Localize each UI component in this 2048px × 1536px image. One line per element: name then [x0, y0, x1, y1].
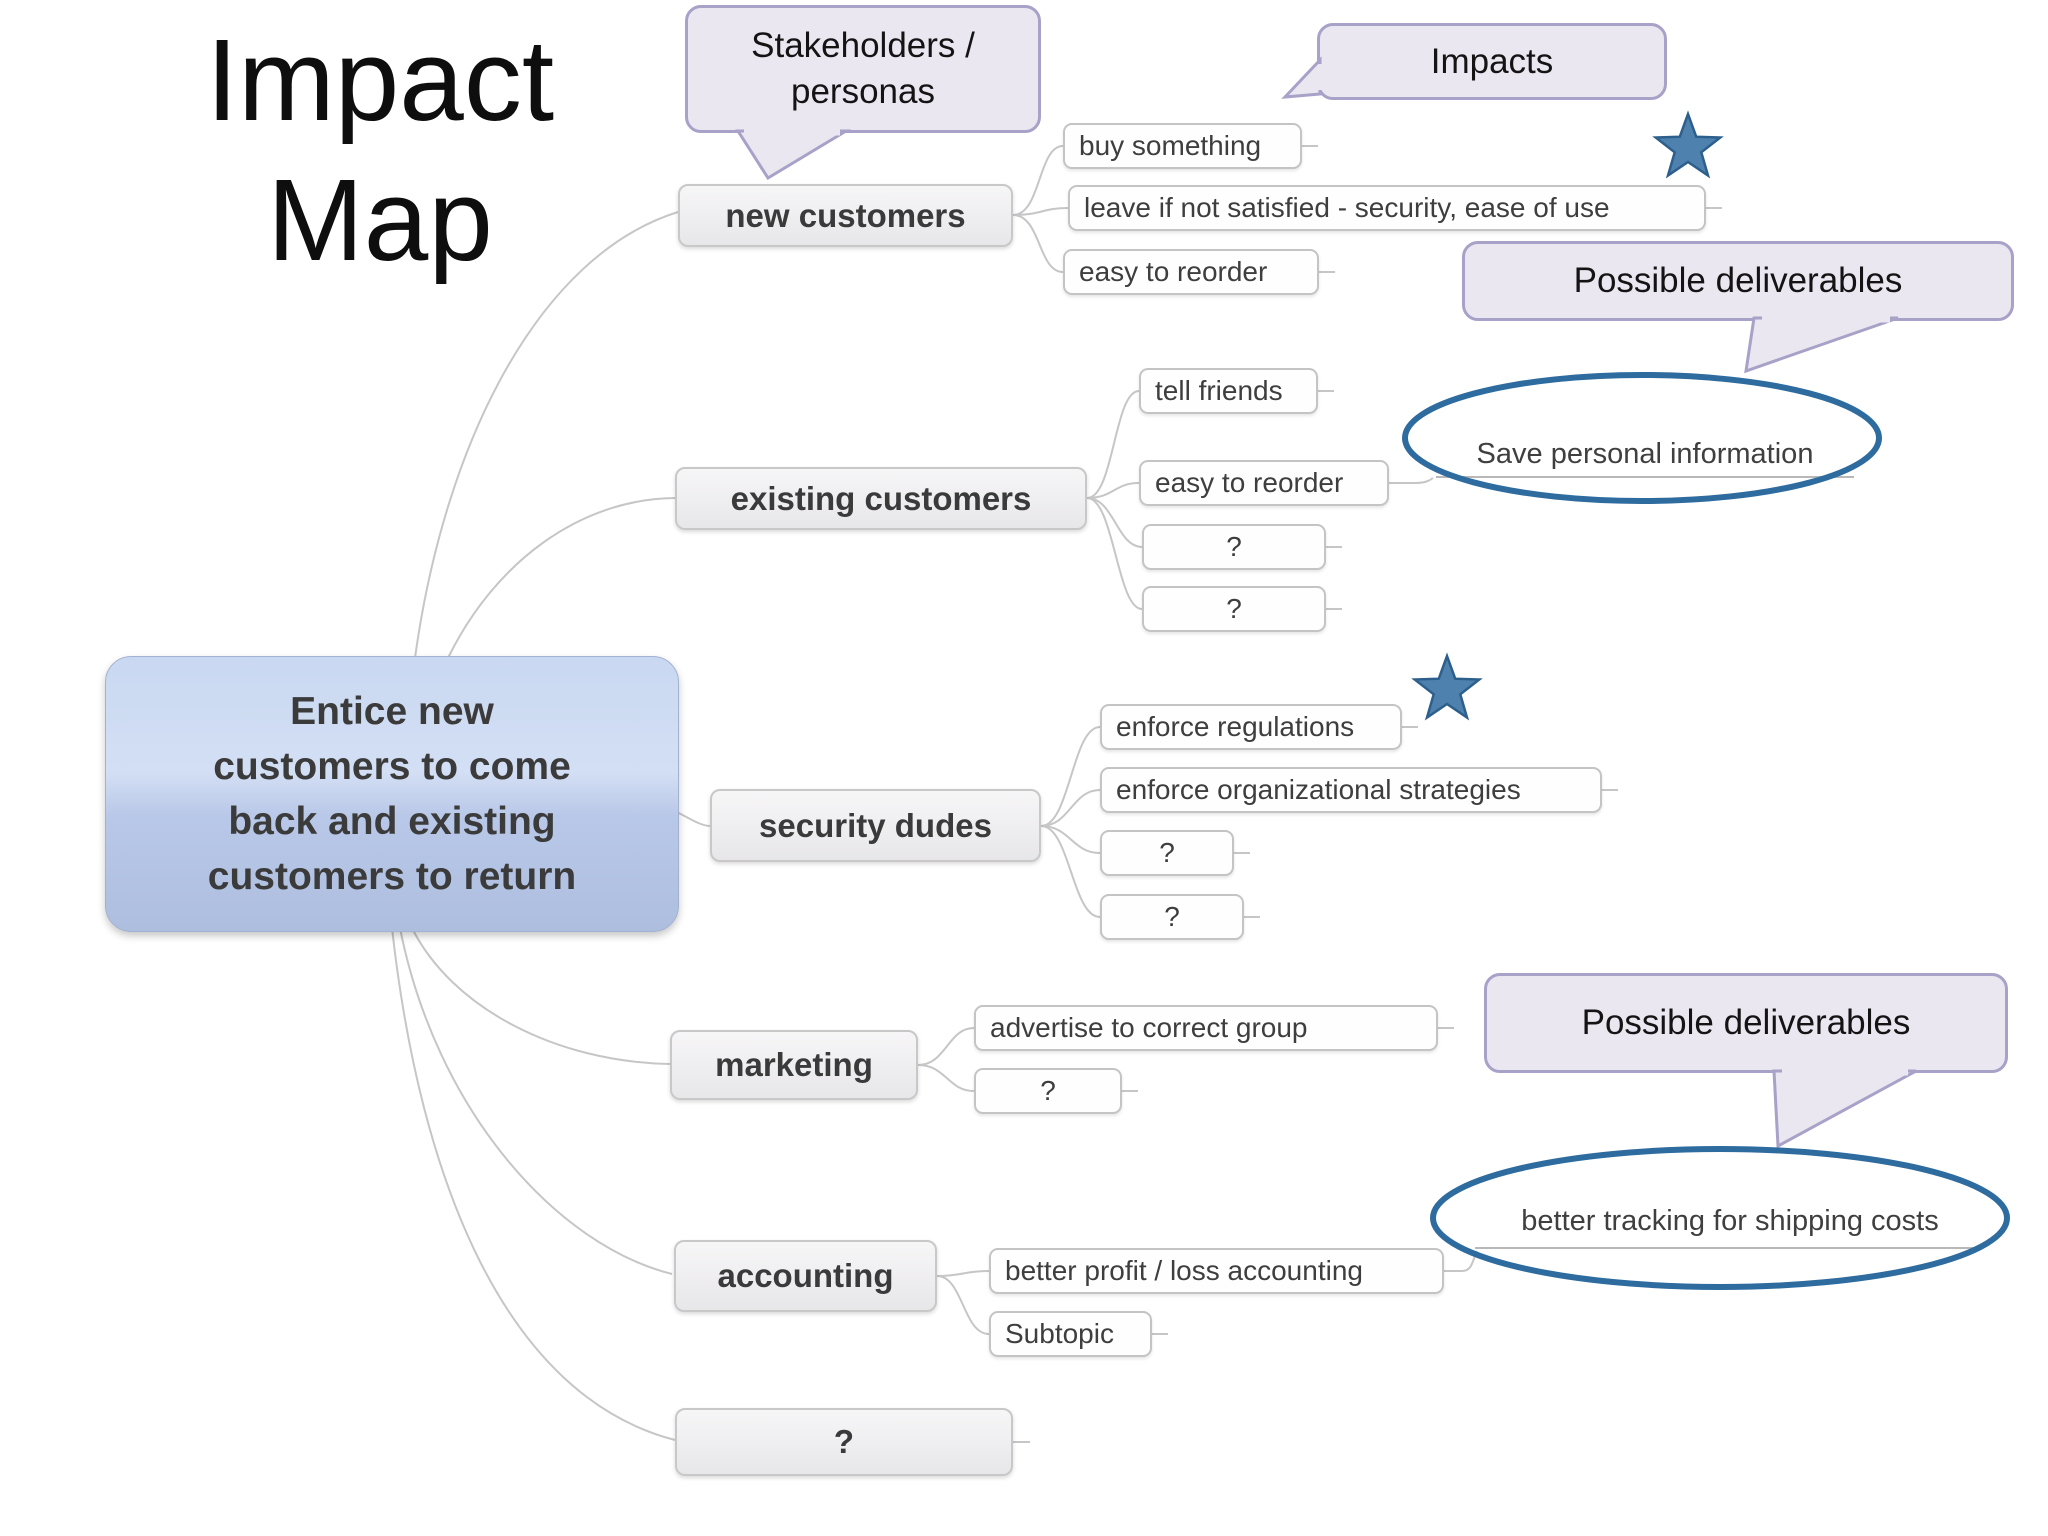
connector-child	[1012, 145, 1064, 216]
connector-child	[1012, 214, 1064, 273]
branch-accounting[interactable]: accounting	[674, 1240, 937, 1312]
branch-existing-customers[interactable]: existing customers	[675, 467, 1087, 530]
callout-deliverables-top-label: Possible deliverables	[1573, 261, 1903, 300]
branch-unknown[interactable]: ?	[675, 1408, 1013, 1476]
callout-tail	[1772, 1069, 1917, 1149]
connector-deliverable-2	[1444, 1250, 1478, 1272]
callout-tail	[1744, 316, 1899, 374]
deliverable-save-personal-information[interactable]: Save personal information	[1476, 438, 1814, 470]
branch-marketing[interactable]: marketing	[670, 1030, 918, 1100]
goal-line: back and existing	[228, 800, 556, 843]
impact-node[interactable]: ?	[1142, 524, 1326, 570]
impact-node[interactable]: better profit / loss accounting	[989, 1248, 1444, 1294]
connector-child	[1040, 825, 1101, 918]
deliverable-better-tracking-shipping[interactable]: better tracking for shipping costs	[1521, 1205, 1939, 1237]
connector-child	[1012, 207, 1069, 216]
connector-child	[1040, 825, 1101, 854]
impact-node[interactable]: ?	[1142, 586, 1326, 632]
goal-line: customers to come	[213, 745, 571, 788]
connector-child	[1086, 390, 1140, 499]
branch-new-customers[interactable]: new customers	[678, 184, 1013, 247]
impact-node[interactable]: ?	[974, 1068, 1122, 1114]
impact-node[interactable]: enforce organizational strategies	[1100, 767, 1602, 813]
connector-child	[1086, 497, 1143, 610]
impact-node[interactable]: leave if not satisfied - security, ease …	[1068, 185, 1706, 231]
connector-child	[1040, 789, 1101, 827]
connector-goal-accounting	[399, 927, 673, 1275]
callout-stakeholders-personas: Stakeholders / personas	[685, 5, 1041, 133]
connector-child	[936, 1270, 990, 1277]
goal-node[interactable]: Entice new customers to come back and ex…	[105, 656, 679, 932]
connector-deliverable-1	[1389, 477, 1434, 484]
connector-child	[917, 1027, 975, 1066]
page-title-line1: Impact	[205, 15, 555, 145]
callout-deliverables-bottom-label: Possible deliverables	[1581, 1003, 1911, 1042]
impact-node[interactable]: tell friends	[1139, 368, 1318, 414]
page-title-line2: Map	[267, 155, 493, 285]
impact-node[interactable]: Subtopic	[989, 1311, 1152, 1357]
connector-goal-security-dudes	[676, 811, 711, 827]
impact-node[interactable]: advertise to correct group	[974, 1005, 1438, 1051]
callout-tail	[735, 129, 852, 181]
goal-line: customers to return	[207, 855, 577, 898]
connector-child	[1040, 726, 1101, 827]
impact-node[interactable]: easy to reorder	[1063, 249, 1319, 295]
star-icon	[1652, 110, 1724, 179]
callout-impacts-label: Impacts	[1430, 41, 1554, 81]
connector-child	[917, 1064, 975, 1092]
goal-line: Entice new	[290, 690, 494, 733]
page-title: Impact Map	[110, 10, 650, 290]
impact-node[interactable]: ?	[1100, 830, 1234, 876]
branch-security-dudes[interactable]: security dudes	[710, 789, 1041, 862]
connector-goal-unknown	[391, 927, 676, 1441]
callout-possible-deliverables-top: Possible deliverables	[1462, 241, 2014, 321]
callout-possible-deliverables-bottom: Possible deliverables	[1484, 973, 2008, 1073]
callout-stakeholders-label: Stakeholders / personas	[751, 26, 975, 111]
impact-node[interactable]: ?	[1100, 894, 1244, 940]
impact-node[interactable]: buy something	[1063, 123, 1302, 169]
connector-goal-marketing	[411, 927, 671, 1065]
connector-goal-existing-customers	[447, 497, 676, 659]
impact-node[interactable]: enforce regulations	[1100, 704, 1402, 750]
connector-child	[936, 1275, 990, 1335]
connector-child	[1086, 497, 1143, 548]
impact-node[interactable]: easy to reorder	[1139, 460, 1389, 506]
connector-child	[1086, 482, 1140, 499]
callout-impacts: Impacts	[1317, 23, 1667, 100]
star-icon	[1411, 652, 1483, 721]
